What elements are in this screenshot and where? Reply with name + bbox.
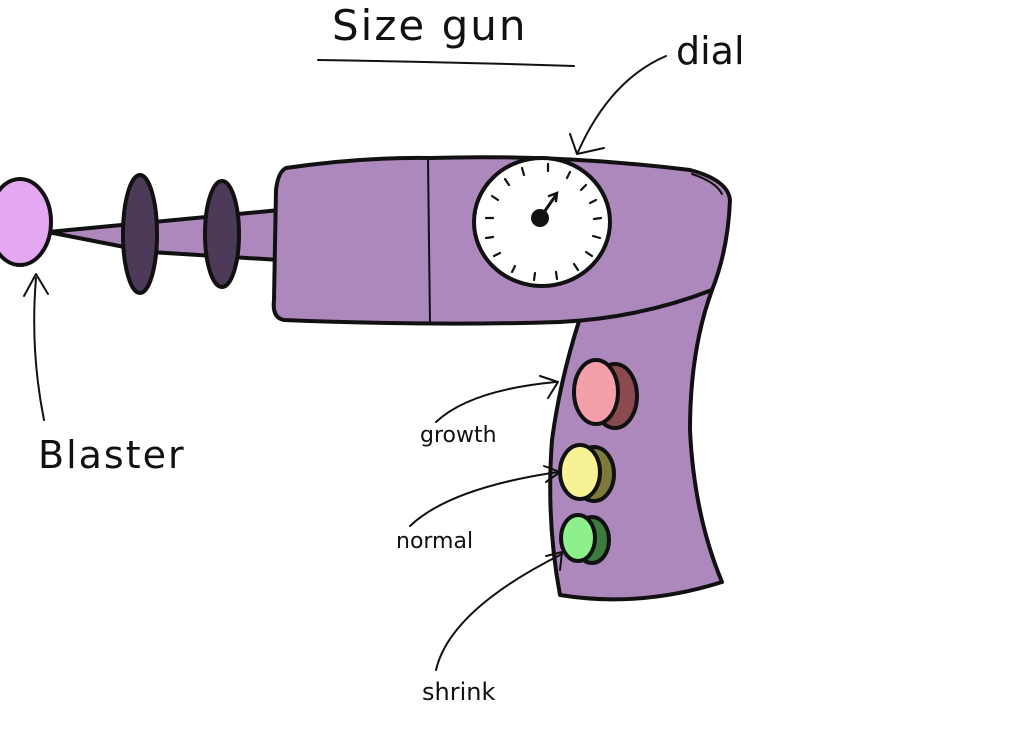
title-underline <box>317 59 575 67</box>
label-normal: normal <box>396 529 473 554</box>
arrow-shrink-head <box>545 551 563 571</box>
barrel <box>46 208 282 262</box>
page-title: Size gun <box>332 1 527 50</box>
arrow-normal-head <box>543 465 561 483</box>
arrow-growth-head <box>539 375 559 399</box>
arrow-normal <box>409 471 559 527</box>
body-panel-divider <box>427 159 431 325</box>
label-growth: growth <box>420 423 497 448</box>
arrow-blaster-head <box>23 273 49 297</box>
barrel-ring-back <box>203 179 241 289</box>
arrow-dial-head <box>569 133 605 155</box>
label-dial: dial <box>676 29 745 73</box>
body-highlight <box>691 173 723 195</box>
label-shrink: shrink <box>422 678 495 706</box>
arrow-dial <box>577 55 667 153</box>
blaster-orb <box>0 177 53 267</box>
shrink-button-icon <box>559 513 611 565</box>
barrel-ring-front <box>121 173 159 295</box>
arrow-blaster <box>33 277 45 421</box>
growth-button-icon <box>572 358 639 430</box>
dial-ticks <box>484 162 603 282</box>
gauge-icon <box>472 156 612 288</box>
label-blaster: Blaster <box>38 433 186 477</box>
normal-button-icon <box>558 443 616 503</box>
arrow-growth <box>435 381 557 423</box>
arrow-shrink <box>435 553 563 671</box>
